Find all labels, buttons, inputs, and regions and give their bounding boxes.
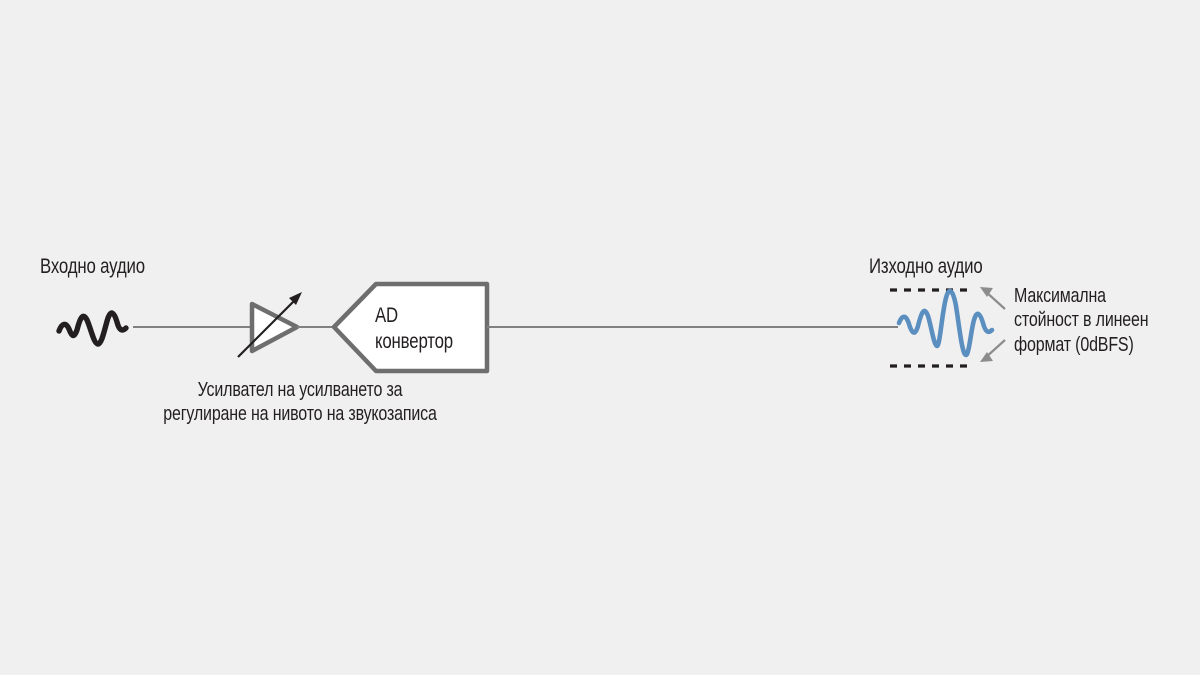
variable-gain-amplifier-icon xyxy=(237,292,302,358)
arrow-down-left-icon xyxy=(980,339,1006,362)
adc-block-label: AD конвертор xyxy=(375,304,453,353)
amplifier-caption: Усилвател на усилването за регулиране на… xyxy=(163,379,437,426)
audio-waveform-icon xyxy=(56,310,129,347)
adc-block-icon xyxy=(331,281,490,374)
blue-audio-waveform-icon xyxy=(896,288,995,358)
input-audio-label: Входно аудио xyxy=(40,255,145,278)
output-audio-label: Изходно аудио xyxy=(869,255,983,278)
max-value-caption: Максимална стойност в линеен формат (0dB… xyxy=(1014,285,1149,356)
arrow-up-left-icon xyxy=(980,287,1006,310)
